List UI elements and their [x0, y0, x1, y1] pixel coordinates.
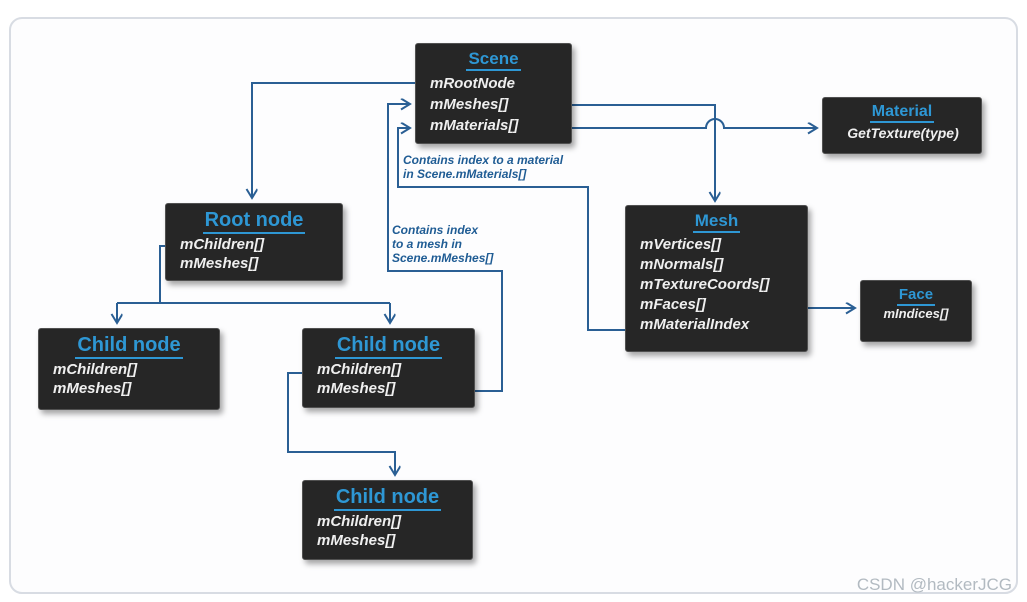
- scene-member-mmaterials: mMaterials[]: [430, 117, 519, 134]
- face-box: Face mIndices[]: [860, 280, 972, 342]
- material-box: Material GetTexture(type): [822, 97, 982, 154]
- child-node-bottom-title: Child node: [303, 481, 472, 511]
- child-node-middle-box: Child node mChildren[] mMeshes[]: [302, 328, 475, 408]
- root-node-box: Root node mChildren[] mMeshes[]: [165, 203, 343, 281]
- root-node-member-mmeshes: mMeshes[]: [180, 255, 259, 272]
- mesh-box-title: Mesh: [626, 206, 807, 233]
- child-node-left-title: Child node: [39, 329, 219, 359]
- face-member-mindices: mIndices[]: [883, 306, 949, 321]
- mesh-member-mnormals: mNormals[]: [640, 256, 724, 273]
- child-node-left-box: Child node mChildren[] mMeshes[]: [38, 328, 220, 410]
- face-box-title: Face: [861, 281, 971, 306]
- child-node-middle-title: Child node: [303, 329, 474, 359]
- mesh-member-mtexturecoords: mTextureCoords[]: [640, 276, 770, 293]
- root-node-member-mchildren: mChildren[]: [180, 236, 265, 253]
- csdn-watermark: CSDN @hackerJCG: [856, 575, 1012, 594]
- scene-member-mmeshes: mMeshes[]: [430, 96, 509, 113]
- child-node-left-member-mchildren: mChildren[]: [53, 361, 138, 378]
- child-node-bottom-member-mmeshes: mMeshes[]: [317, 532, 396, 549]
- mesh-box: Mesh mVertices[] mNormals[] mTextureCoor…: [625, 205, 808, 352]
- scene-box: Scene mRootNode mMeshes[] mMaterials[]: [415, 43, 572, 144]
- scene-box-title: Scene: [416, 44, 571, 71]
- child-node-left-member-mmeshes: mMeshes[]: [53, 380, 132, 397]
- material-index-annotation: Contains index to a material in Scene.mM…: [403, 153, 564, 181]
- material-member-gettexture: GetTexture(type): [847, 125, 959, 141]
- child-node-bottom-box: Child node mChildren[] mMeshes[]: [302, 480, 473, 560]
- child-node-middle-member-mmeshes: mMeshes[]: [317, 380, 396, 397]
- child-node-bottom-member-mchildren: mChildren[]: [317, 513, 402, 530]
- root-node-box-title: Root node: [166, 204, 342, 234]
- mesh-member-mvertices: mVertices[]: [640, 236, 722, 253]
- scene-member-mrootnode: mRootNode: [430, 75, 515, 92]
- child-node-middle-member-mchildren: mChildren[]: [317, 361, 402, 378]
- mesh-member-mmaterialindex: mMaterialIndex: [640, 316, 750, 333]
- material-box-title: Material: [823, 98, 981, 123]
- mesh-index-annotation: Contains index to a mesh in Scene.mMeshe…: [392, 223, 494, 265]
- mesh-member-mfaces: mFaces[]: [640, 296, 706, 313]
